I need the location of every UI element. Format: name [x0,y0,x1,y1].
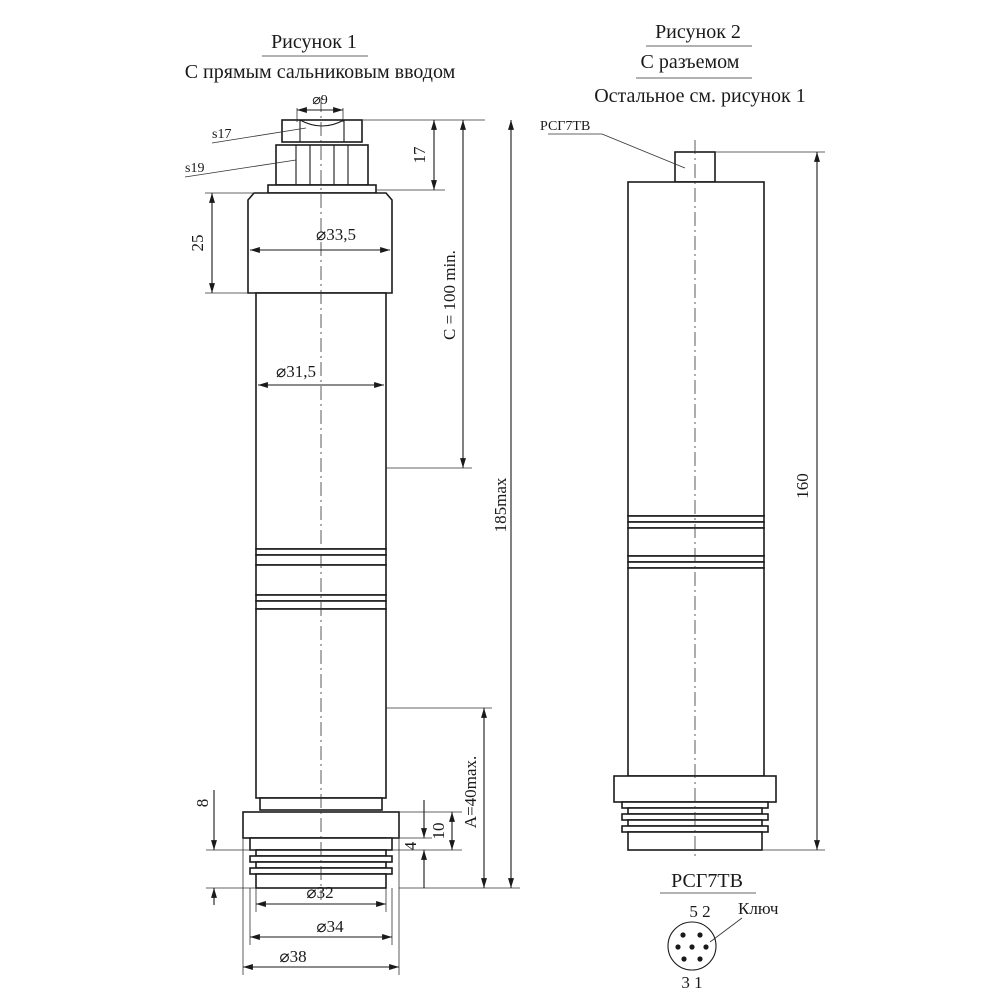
dim-d32-label: ⌀32 [306,883,333,902]
dim-160-label: 160 [793,473,812,499]
pinout-top-pins: 5 2 [689,902,710,921]
dim-s19: s19 [184,159,297,178]
figure-1-title: Рисунок 1 [271,31,357,53]
figure-2: Рисунок 2 С разъемом Остальное см. рисун… [540,21,825,992]
figure-1-subtitle: С прямым сальниковым вводом [185,61,456,83]
dim-4: 4 [386,800,432,888]
dim-d38: ⌀38 [242,838,400,975]
connector-label: РСГ7ТВ [540,119,590,134]
pin-7 [689,944,695,950]
dim-a-max-label: A=40max. [461,756,480,828]
dim-8-label: 8 [193,799,212,808]
dim-d31-5: ⌀31,5 [258,362,384,388]
dim-c-min: C = 100 min. [386,120,472,469]
pin-3 [681,956,687,962]
connector-rsg7tv: РСГ7ТВ [540,119,716,183]
dim-160: 160 [715,151,825,851]
dim-s17: s17 [211,127,307,144]
dim-d38-label: ⌀38 [279,947,306,966]
dim-d32: ⌀32 [255,883,387,912]
dim-d31-5-label: ⌀31,5 [276,362,316,381]
dim-s17-label: s17 [212,127,231,142]
dim-4-label: 4 [401,841,420,850]
dim-25: 25 [188,192,254,294]
pinout-key-label: Ключ [738,899,779,918]
figure-2-title: Рисунок 2 [655,21,741,43]
dim-10-label: 10 [429,823,448,840]
pin-1 [697,956,703,962]
dim-17: 17 [362,119,485,191]
pin-5 [680,932,686,938]
dim-185max-label: 185max [491,477,510,532]
pinout-circle [667,921,717,971]
dim-17-label: 17 [410,146,429,164]
pin-2 [697,932,703,938]
dim-185max: 185max [399,120,520,889]
dim-s19-label: s19 [185,161,204,176]
dim-25-label: 25 [188,235,207,252]
pin-4 [703,944,709,950]
figure-2-subtitle: С разъемом [641,51,740,73]
dim-d33-5-label: ⌀33,5 [316,225,356,244]
figure-1: Рисунок 1 С прямым сальниковым вводом [185,31,520,975]
connector-pinout: РСГ7ТВ 5 2 Ключ 3 1 [660,870,779,992]
pin-6 [675,944,681,950]
dim-d9: ⌀9 [296,93,344,122]
housing-body-2 [627,181,765,777]
figure-2-note: Остальное см. рисунок 1 [594,85,806,107]
pinout-title: РСГ7ТВ [671,870,743,892]
dim-10: 10 [392,811,462,851]
dim-d34-label: ⌀34 [316,917,344,936]
dim-8: 8 [193,790,256,905]
dim-c-min-label: C = 100 min. [440,250,459,340]
pinout-bottom-pins: 3 1 [681,973,702,992]
cable-gland-nut [267,119,377,194]
dim-d9-label: ⌀9 [312,93,327,108]
dim-a-max: A=40max. [386,707,492,888]
dim-d34: ⌀34 [249,888,393,945]
dim-d33-5: ⌀33,5 [249,225,390,253]
